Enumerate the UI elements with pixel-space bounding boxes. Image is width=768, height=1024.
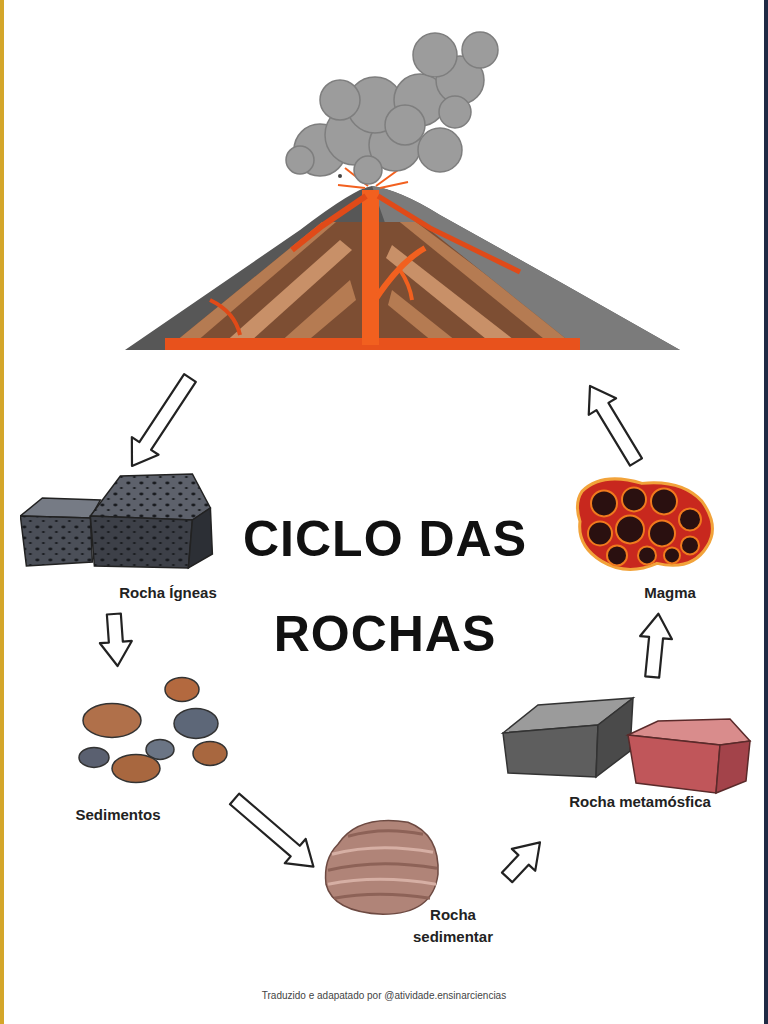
rock-label: Magma xyxy=(644,582,696,604)
sediment-pebbles: Sedimentos xyxy=(70,672,230,830)
rock-label: Sedimentos xyxy=(75,804,160,826)
cycle-arrow xyxy=(502,842,540,882)
cycle-arrow xyxy=(640,614,672,678)
magma-blob: Magma xyxy=(572,470,722,608)
cycle-arrow xyxy=(230,794,313,867)
metamorphic-rock: Rocha metamósfica xyxy=(498,683,754,838)
diagram-title: CICLO DAS ROCHAS xyxy=(215,492,555,682)
rock-label: Rocha Ígneas xyxy=(119,582,217,604)
rock-label: Rocha metamósfica xyxy=(569,791,711,813)
volcano xyxy=(125,149,680,361)
page-border xyxy=(764,0,768,1024)
metamorphic-rock-picture xyxy=(498,683,754,838)
sedimentary-rock: Rocha sedimentar xyxy=(318,812,503,952)
cycle-arrow xyxy=(132,374,196,466)
cycle-arrow xyxy=(100,613,132,666)
cycle-arrow xyxy=(589,386,642,466)
rock-label: Rocha sedimentar xyxy=(405,904,501,948)
igneous-rock: Rocha Ígneas xyxy=(20,468,219,608)
credit-caption: Traduzido e adapatado por @atividade.ens… xyxy=(0,990,768,1001)
smoke-cloud xyxy=(286,32,498,184)
page-border xyxy=(0,0,4,1024)
